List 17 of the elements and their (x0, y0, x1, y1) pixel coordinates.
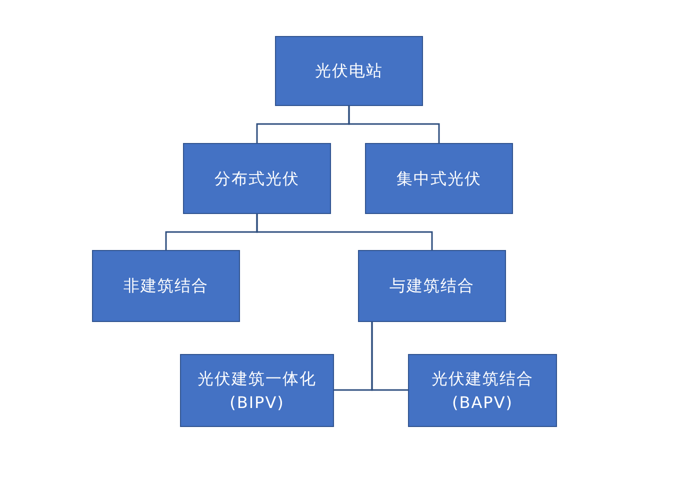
category-box (365, 143, 513, 214)
category-box (408, 354, 557, 427)
connector-line (256, 214, 433, 250)
box-label: 集中式光伏 (396, 168, 482, 190)
category-box (275, 36, 423, 106)
box-label: 与建筑结合 (390, 275, 474, 298)
box-label: 分布式光伏 (214, 168, 300, 190)
category-box (183, 143, 331, 214)
box-label: 非建筑结合 (124, 275, 208, 298)
category-box (358, 250, 506, 322)
connector-line (371, 322, 408, 391)
box-label: 光伏电站 (315, 60, 383, 82)
box-label: 光伏建筑结合(BAPV) (430, 368, 534, 414)
connector-line (348, 106, 440, 143)
category-box (92, 250, 240, 322)
category-box (180, 354, 334, 427)
box-label: 光伏建筑一体化(BIPV) (196, 368, 318, 414)
